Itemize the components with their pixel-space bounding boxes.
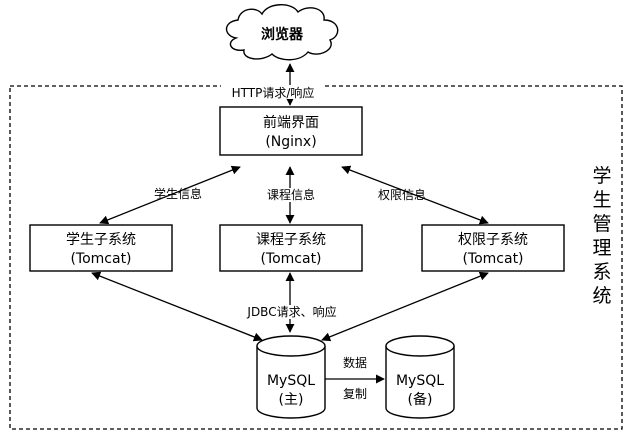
jdbc-permission-arrow [321, 271, 489, 342]
jdbc-student-arrow [91, 271, 263, 342]
permission-subsystem-label: 权限子系统 [458, 232, 528, 248]
browser-label: 浏览器 [261, 26, 304, 43]
frontend-sublabel: (Nginx) [265, 134, 316, 150]
permission-info-arrow [341, 165, 489, 225]
db-primary-node: MySQL (主) [256, 335, 326, 419]
course-subsystem-node: 课程子系统 (Tomcat) [219, 224, 363, 272]
course-subsystem-label: 课程子系统 [256, 232, 326, 248]
http-label: HTTP请求/响应 [232, 85, 315, 100]
db-primary-top [256, 335, 326, 357]
course-info-label: 课程信息 [267, 187, 315, 202]
student-subsystem-node: 学生子系统 (Tomcat) [29, 224, 173, 272]
db-backup-top [385, 335, 455, 357]
system-title-char: 系 [592, 261, 611, 283]
frontend-label: 前端界面 [263, 114, 319, 131]
db-primary-label: MySQL [267, 373, 315, 389]
db-backup-cylinder [385, 346, 455, 419]
system-title-char: 学 [592, 165, 611, 187]
http-label-bg [221, 85, 325, 99]
course-subsystem-sublabel: (Tomcat) [260, 251, 321, 267]
replication-label-line2: 复制 [343, 387, 367, 401]
jdbc-label-bg [236, 305, 348, 319]
system-title-char: 理 [592, 237, 611, 259]
browser-node: 浏览器 [225, 4, 339, 61]
permission-subsystem-sublabel: (Tomcat) [462, 251, 523, 267]
student-info-label: 学生信息 [154, 186, 202, 201]
student-subsystem-sublabel: (Tomcat) [70, 251, 131, 267]
permission-info-label: 权限信息 [378, 187, 426, 202]
db-backup-node: MySQL (备) [385, 335, 455, 419]
course-info-label-bg [262, 188, 320, 202]
frontend-box [219, 106, 363, 156]
cloud-shape [225, 4, 339, 61]
system-boundary [9, 85, 623, 430]
course-subsystem-box [219, 224, 363, 272]
student-subsystem-label: 学生子系统 [66, 232, 136, 248]
db-backup-label: MySQL [396, 373, 444, 389]
permission-subsystem-node: 权限子系统 (Tomcat) [421, 224, 565, 272]
student-subsystem-box [29, 224, 173, 272]
system-title-char: 管 [592, 213, 611, 235]
student-info-arrow [99, 165, 241, 225]
jdbc-label: JDBC请求、响应 [246, 304, 336, 319]
db-primary-cylinder [256, 346, 326, 419]
db-backup-sublabel: (备) [408, 391, 433, 408]
replication-label-line1: 数据 [343, 355, 367, 370]
system-title-char: 生 [592, 189, 611, 211]
permission-subsystem-box [421, 224, 565, 272]
db-primary-sublabel: (主) [279, 392, 304, 408]
system-title-char: 统 [592, 285, 611, 307]
frontend-node: 前端界面 (Nginx) [219, 106, 363, 156]
